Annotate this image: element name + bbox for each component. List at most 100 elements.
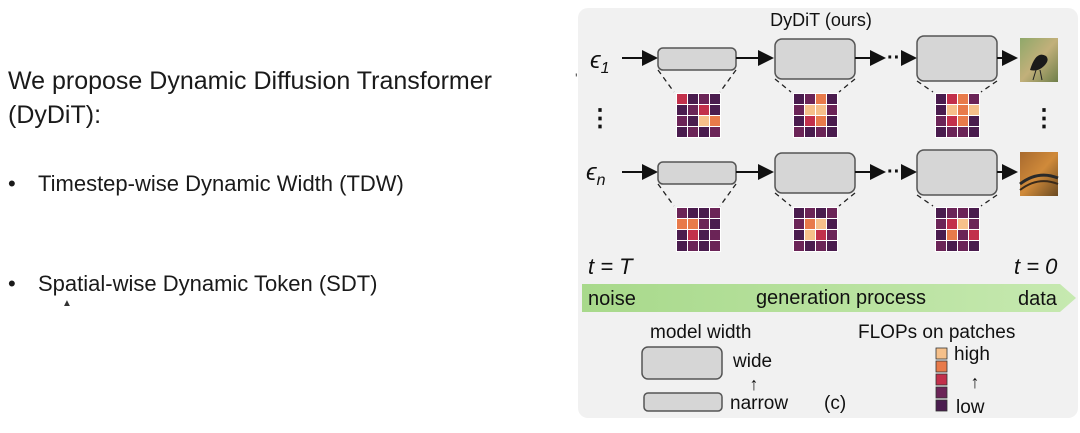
heatmap-cell xyxy=(947,230,957,240)
heatmap-cell xyxy=(816,116,826,126)
heatmap-cell xyxy=(677,219,687,229)
heatmap xyxy=(676,207,721,252)
up-arrow-icon: ↑ xyxy=(750,374,759,394)
figure-title: DyDiT (ours) xyxy=(770,10,872,30)
heatmap-cell xyxy=(805,241,815,251)
heatmap-cell xyxy=(958,127,968,137)
heatmap-cell xyxy=(710,105,720,115)
heatmap-cell xyxy=(677,208,687,218)
flops-swatch xyxy=(935,373,948,386)
bullet-sdt: •Spatial-wise Dynamic Token (SDT) xyxy=(8,270,377,298)
heatmap-cell xyxy=(969,127,979,137)
heatmap-cell xyxy=(710,219,720,229)
heatmap xyxy=(793,207,838,252)
epsilon-1-label: ϵ1 xyxy=(590,47,610,77)
heatmap-cell xyxy=(794,105,804,115)
flops-swatch xyxy=(935,360,948,373)
vertical-dots-left: ⋮ xyxy=(588,105,612,132)
epsilon-n-label: ϵn xyxy=(586,159,606,189)
dydit-diagram: DyDiT (ours) ϵ1 ··· xyxy=(582,10,1076,418)
heatmap-cell xyxy=(688,94,698,104)
legend-narrow-block xyxy=(643,392,723,412)
heatmap-cell xyxy=(805,116,815,126)
legend-flops-title: FLOPs on patches xyxy=(858,322,1015,343)
heatmap-cell xyxy=(827,208,837,218)
heatmap-cell xyxy=(794,219,804,229)
heatmap-cell xyxy=(677,94,687,104)
diagram-row-n: ϵn ··· xyxy=(586,149,1059,252)
heatmap-cell xyxy=(688,116,698,126)
heatmap-cell xyxy=(816,127,826,137)
heatmap-cell xyxy=(805,127,815,137)
heatmap-cell xyxy=(805,105,815,115)
heatmap-cell xyxy=(688,127,698,137)
generation-process-label: generation process xyxy=(756,287,926,309)
legend-low-label: low xyxy=(956,397,985,418)
heatmap-cell xyxy=(816,241,826,251)
heatmap-cell xyxy=(805,219,815,229)
stray-mark: ' xyxy=(575,70,578,86)
heatmap-cell xyxy=(688,230,698,240)
heatmap-cell xyxy=(958,94,968,104)
heatmap-cell xyxy=(816,208,826,218)
heatmap-cell xyxy=(805,230,815,240)
heatmap-cell xyxy=(947,94,957,104)
heatmap-cell xyxy=(699,116,709,126)
heatmap-cell xyxy=(827,219,837,229)
mouse-cursor-icon: ▲ xyxy=(62,298,72,309)
legend-wide-label: wide xyxy=(732,351,772,372)
ellipsis: ··· xyxy=(887,161,907,183)
heatmap-cell xyxy=(805,208,815,218)
vertical-dots-right: ⋮ xyxy=(1032,105,1056,132)
time-start-label: t = T xyxy=(588,254,634,279)
heatmap-cell xyxy=(958,208,968,218)
heatmap-cell xyxy=(677,127,687,137)
heatmap-cell xyxy=(794,127,804,137)
legend-c-label: (c) xyxy=(824,393,846,414)
intro-text: We propose Dynamic Diffusion Transformer… xyxy=(8,64,568,132)
heatmap-cell xyxy=(947,219,957,229)
heatmap-cell xyxy=(710,241,720,251)
wide-block xyxy=(774,38,856,80)
flops-color-scale xyxy=(935,347,948,412)
heatmap-cell xyxy=(699,219,709,229)
heatmap-cell xyxy=(958,219,968,229)
heatmap-cell xyxy=(688,241,698,251)
heatmap-cell xyxy=(710,116,720,126)
intro-line-1: We propose Dynamic Diffusion Transformer xyxy=(8,67,492,95)
heatmap-cell xyxy=(699,230,709,240)
heatmap-cell xyxy=(969,105,979,115)
heatmap-cell xyxy=(677,105,687,115)
heatmap-cell xyxy=(805,94,815,104)
heatmap-cell xyxy=(947,116,957,126)
heatmap-cell xyxy=(677,116,687,126)
heatmap-cell xyxy=(827,105,837,115)
legend-model-width: model width wide ↑ narrow (c) xyxy=(641,322,846,414)
generation-process-arrow xyxy=(582,284,1076,312)
heatmap-cell xyxy=(969,116,979,126)
bullet-marker: • xyxy=(8,171,16,196)
heatmap xyxy=(676,93,721,138)
bullet-tdw: • Timestep-wise Dynamic Width (TDW) xyxy=(8,170,404,198)
up-arrow-icon: ↑ xyxy=(971,372,980,392)
heatmap xyxy=(935,93,980,138)
heatmap-cell xyxy=(816,94,826,104)
wide-block xyxy=(916,149,998,196)
heatmap-cell xyxy=(936,105,946,115)
heatmap-cell xyxy=(794,116,804,126)
heatmap-cell xyxy=(794,208,804,218)
heatmap-cell xyxy=(677,241,687,251)
time-end-label: t = 0 xyxy=(1014,254,1058,279)
heatmap-cell xyxy=(936,208,946,218)
heatmap-cell xyxy=(969,219,979,229)
heatmap-cell xyxy=(710,127,720,137)
heatmap-cell xyxy=(677,230,687,240)
bullet-text: Timestep-wise Dynamic Width (TDW) xyxy=(38,171,404,196)
heatmap-cell xyxy=(969,230,979,240)
wide-block xyxy=(774,152,856,194)
bullet-text: Spatial-wise Dynamic Token (SDT) xyxy=(38,271,378,296)
heatmap-cell xyxy=(710,94,720,104)
heatmap-cell xyxy=(827,230,837,240)
heatmap-cell xyxy=(699,105,709,115)
wide-block xyxy=(916,35,998,82)
